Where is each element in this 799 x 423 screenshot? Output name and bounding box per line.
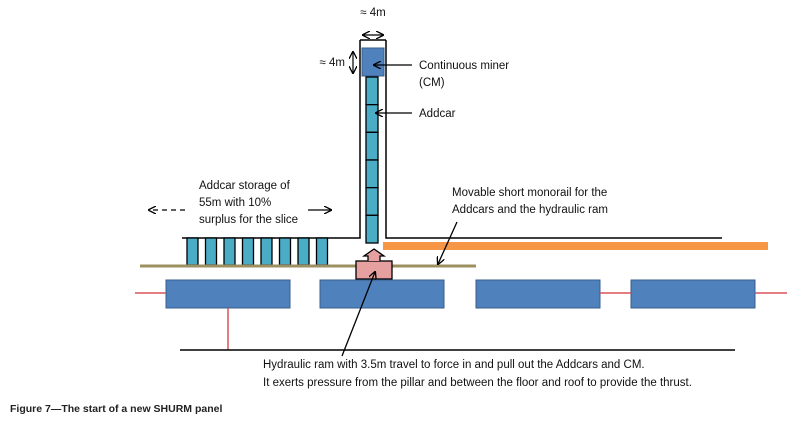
addcar <box>366 132 378 160</box>
addcar-label: Addcar <box>419 108 456 120</box>
storage-label-line3: surplus for the slice <box>199 214 298 226</box>
pillar <box>320 280 444 308</box>
continuous-miner <box>362 48 384 76</box>
ram-label-line2: It exerts pressure from the pillar and b… <box>263 377 692 389</box>
cm-label-line1: Continuous miner <box>419 60 509 72</box>
stored-addcar <box>317 238 328 265</box>
addcar <box>366 160 378 188</box>
stored-addcar <box>261 238 272 265</box>
addcar <box>366 188 378 216</box>
addcar <box>366 215 378 243</box>
addcar-storage <box>187 238 328 265</box>
stored-addcar <box>298 238 309 265</box>
height-dimension-label: ≈ 4m <box>320 57 345 69</box>
stored-addcar <box>224 238 235 265</box>
pillar <box>631 280 755 308</box>
monorail-label-line2: Addcars and the hydraulic ram <box>452 204 608 216</box>
storage-label-line1: Addcar storage of <box>199 180 291 192</box>
stored-addcar <box>206 238 217 265</box>
monorail-label-line1: Movable short monorail for the <box>452 187 607 199</box>
cm-label-line2: (CM) <box>419 77 445 89</box>
figure-caption: Figure 7—The start of a new SHURM panel <box>10 403 222 415</box>
stored-addcar <box>187 238 198 265</box>
pillars <box>166 280 755 308</box>
ram-label-line1: Hydraulic ram with 3.5m travel to force … <box>263 359 645 371</box>
stored-addcar <box>243 238 254 265</box>
movable-monorail <box>383 242 768 250</box>
addcar-chain <box>366 77 378 243</box>
pillar <box>476 280 600 308</box>
pillar <box>166 280 290 308</box>
addcar <box>366 77 378 105</box>
addcar <box>366 105 378 133</box>
width-dimension-label: ≈ 4m <box>360 7 385 19</box>
storage-label-line2: 55m with 10% <box>199 197 271 209</box>
stored-addcar <box>280 238 291 265</box>
